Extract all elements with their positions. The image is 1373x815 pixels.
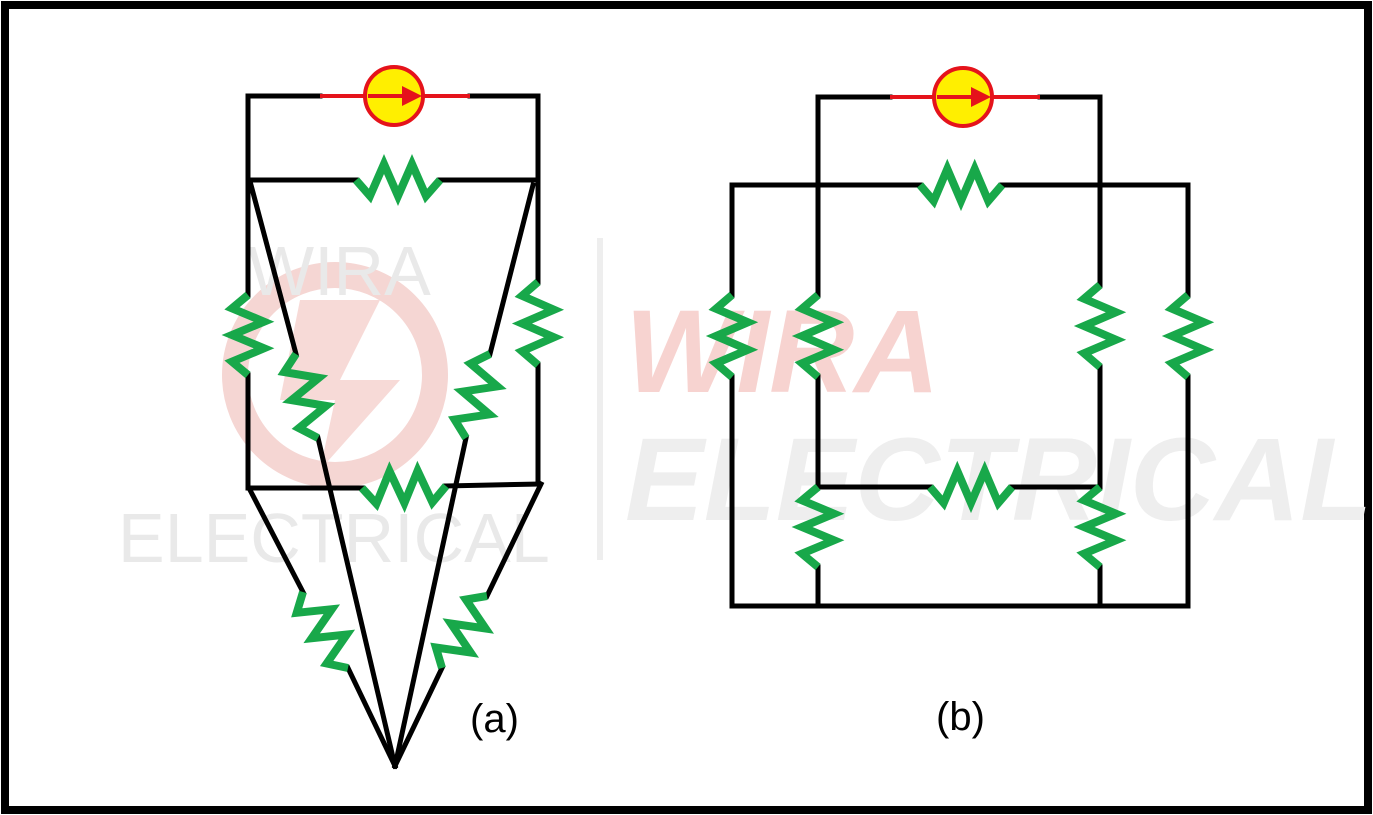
resistor-zigzag-icon: [352, 154, 444, 206]
wire: [467, 93, 541, 285]
current-source-arrow-icon: [932, 66, 994, 128]
wire: [392, 435, 469, 769]
watermark-right: WIRA ELECTRICAL: [625, 286, 1372, 546]
watermark-logo-circle: [222, 262, 448, 488]
wire: [245, 93, 323, 298]
wire: [247, 181, 300, 358]
wire: [246, 486, 307, 596]
watermark-right-line2: ELECTRICAL: [625, 414, 1372, 546]
wire: [344, 664, 399, 770]
panel-b-label: (b): [936, 695, 985, 739]
resistor-zigzag-icon: [916, 158, 1006, 212]
resistor-zigzag-icon: [1073, 281, 1127, 371]
resistor-zigzag-icon: [291, 590, 356, 672]
resistor-zigzag-icon: [1073, 483, 1127, 571]
wire: [815, 94, 893, 298]
resistor-group-a: [221, 154, 565, 672]
wire: [729, 182, 923, 298]
wire: [486, 181, 537, 358]
watermark-left: WIRA ELECTRICAL: [118, 232, 603, 577]
wire: [999, 182, 1191, 298]
wire: [443, 481, 541, 489]
circuit-panel-a: (a): [221, 65, 565, 770]
resistor-zigzag-icon: [791, 483, 845, 571]
resistor-group-b: [705, 158, 1215, 571]
panel-a-label: (a): [470, 697, 519, 741]
resistor-zigzag-icon: [277, 351, 336, 442]
wire: [314, 434, 399, 770]
circuit-panel-b: (b): [705, 66, 1215, 739]
resistor-zigzag-icon: [926, 460, 1016, 514]
resistor-zigzag-icon: [705, 291, 759, 381]
wire: [391, 664, 446, 770]
wire: [483, 480, 545, 600]
wire: [1037, 94, 1103, 288]
resistor-zigzag-icon: [221, 291, 275, 379]
resistor-zigzag-icon: [511, 278, 565, 369]
resistor-zigzag-icon: [359, 460, 450, 513]
resistor-zigzag-icon: [430, 592, 495, 670]
resistor-zigzag-icon: [791, 291, 845, 381]
watermark-right-line1: WIRA: [625, 286, 940, 418]
current-source-arrow-icon: [363, 65, 425, 127]
resistor-zigzag-icon: [447, 350, 507, 441]
resistor-zigzag-icon: [1161, 291, 1215, 381]
watermark-logo-bolt: [280, 300, 400, 470]
